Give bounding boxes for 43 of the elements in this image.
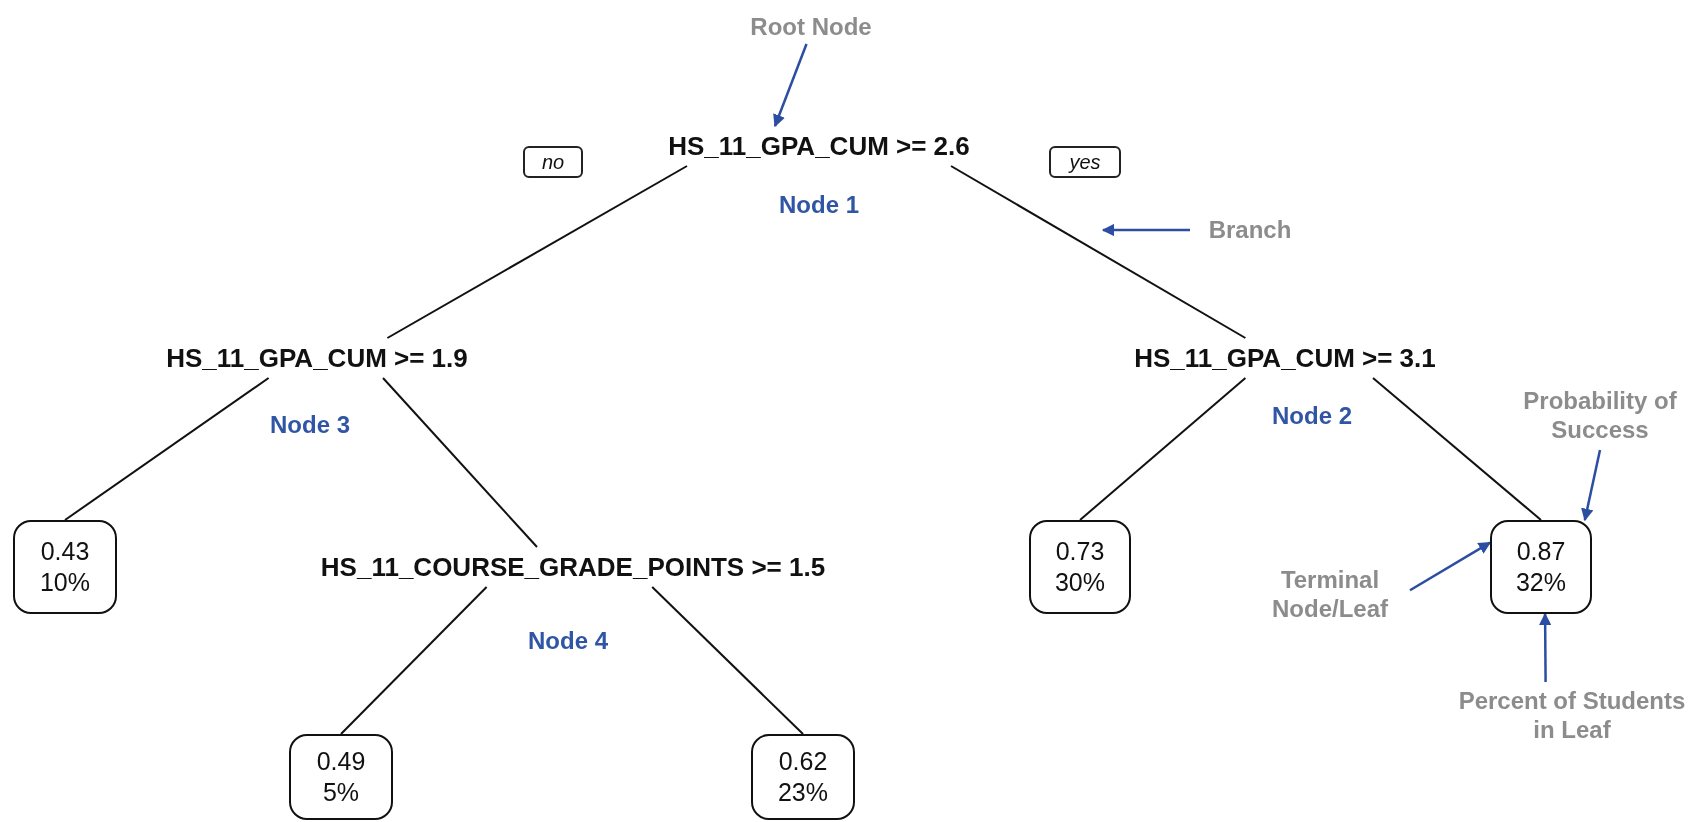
branch-line: [386, 165, 688, 339]
leaf-box: [1029, 520, 1131, 614]
probability-value: 0.62: [778, 745, 828, 777]
leaf-box: [751, 734, 855, 820]
percent-value: 23%: [777, 777, 828, 808]
annotation-label: Root Node: [736, 10, 886, 44]
node-label: Node 1: [779, 190, 859, 220]
branch-line: [950, 165, 1247, 339]
arrow: [1581, 449, 1602, 522]
branch-line: [340, 586, 488, 735]
branch-line: [382, 377, 538, 548]
arrow: [1538, 612, 1552, 682]
split-condition: HS_11_GPA_CUM >= 1.9: [97, 338, 537, 378]
arrow: [773, 43, 808, 128]
probability-value: 0.73: [1055, 535, 1105, 567]
split-condition: HS_11_GPA_CUM >= 3.1: [1065, 338, 1505, 378]
branch-line: [64, 377, 270, 521]
leaf-box: [289, 734, 393, 820]
arrow: [1101, 223, 1190, 237]
branch-line: [1372, 377, 1542, 521]
percent-value: 10%: [39, 567, 90, 598]
probability-value: 0.43: [40, 535, 90, 567]
arrow: [1409, 541, 1492, 592]
probability-value: 0.87: [1516, 535, 1566, 567]
percent-value: 32%: [1515, 567, 1566, 598]
branch-line: [651, 586, 804, 735]
answer-tag: no: [523, 146, 583, 178]
annotation-label: Terminal Node/Leaf: [1250, 561, 1410, 629]
node-label: Node 4: [528, 626, 608, 656]
annotation-label: Percent of Students in Leaf: [1452, 682, 1692, 750]
node-label: Node 2: [1272, 401, 1352, 431]
percent-value: 5%: [322, 777, 360, 808]
node-label: Node 3: [270, 410, 350, 440]
split-condition: HS_11_GPA_CUM >= 2.6: [599, 126, 1039, 166]
probability-value: 0.49: [316, 745, 366, 777]
annotation-label: Probability of Success: [1510, 382, 1690, 450]
answer-tag: yes: [1049, 146, 1121, 178]
leaf-box: [13, 520, 117, 614]
annotation-label: Branch: [1190, 213, 1310, 247]
split-condition: HS_11_COURSE_GRADE_POINTS >= 1.5: [213, 547, 933, 587]
percent-value: 30%: [1054, 567, 1105, 598]
leaf-box: [1490, 520, 1592, 614]
branch-line: [1079, 377, 1247, 521]
